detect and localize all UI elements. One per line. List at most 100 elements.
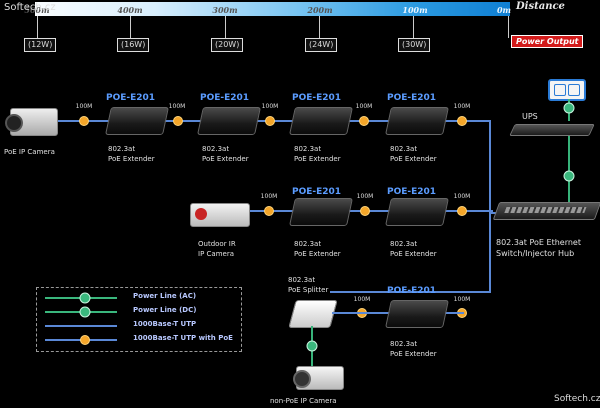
extender-caption-line2: PoE Extender <box>202 155 249 163</box>
distance-bar: 500m 400m 300m 200m 100m 0m <box>24 2 512 16</box>
socket-icon <box>554 84 566 96</box>
switch-ports <box>504 207 587 213</box>
distance-tick <box>319 16 320 38</box>
legend-row-ac: Power Line (AC) <box>45 292 241 304</box>
extender-caption-line2: PoE Extender <box>294 155 341 163</box>
power-level-24w: (24W) <box>305 38 338 52</box>
extender-caption-line2: PoE Extender <box>390 350 437 358</box>
distance-marker-400m: 400m <box>117 5 143 15</box>
legend: Power Line (AC) Power Line (DC) 1000Base… <box>36 287 242 352</box>
speed-label: 100M <box>260 193 278 200</box>
poe-connector-dot <box>79 116 89 126</box>
extender-caption-line1: 802.3at <box>294 240 322 248</box>
extender-caption-line1: 802.3at <box>390 240 418 248</box>
speed-label: 100M <box>261 103 279 110</box>
extender-model-label: POE-E201 <box>387 93 437 103</box>
speed-label: 100M <box>353 296 371 303</box>
distance-caption: Distance <box>516 1 565 12</box>
extender-caption-line1: 802.3at <box>108 145 136 153</box>
outdoor-camera-label-line1: Outdoor IR <box>198 240 236 248</box>
extender-model-label: POE-E201 <box>106 93 156 103</box>
speed-label: 100M <box>75 103 93 110</box>
speed-label: 100M <box>168 103 186 110</box>
speed-label: 100M <box>355 103 373 110</box>
poe-connector-dot <box>457 206 467 216</box>
poe-connector-dot <box>264 206 274 216</box>
power-level-12w: (12W) <box>24 38 57 52</box>
legend-row-utp: 1000Base-T UTP <box>45 320 241 332</box>
poe-extender <box>289 198 353 226</box>
switch-label-line2: Switch/Injector Hub <box>496 249 575 258</box>
legend-label-dc: Power Line (DC) <box>133 306 197 314</box>
poe-extender <box>385 107 449 135</box>
outdoor-camera-label-line2: IP Camera <box>198 250 234 258</box>
distance-tick <box>37 16 38 38</box>
legend-swatch-utp <box>45 325 117 327</box>
poe-ip-camera-label: PoE IP Camera <box>4 148 55 156</box>
speed-label: 100M <box>453 103 471 110</box>
camera-lens-icon <box>293 370 311 388</box>
poe-ip-camera <box>5 108 58 136</box>
legend-label-utp: 1000Base-T UTP <box>133 320 197 328</box>
extender-caption-line1: 802.3at <box>294 145 322 153</box>
distance-tick <box>225 16 226 38</box>
cable-row2-end <box>453 210 493 212</box>
speed-label: 100M <box>356 193 374 200</box>
extender-model-label: POE-E201 <box>387 187 437 197</box>
power-level-20w: (20W) <box>211 38 244 52</box>
splitter-label-line1: 802.3at <box>288 276 316 284</box>
non-poe-camera-label: non-PoE IP Camera <box>270 397 337 405</box>
distance-tick <box>508 16 509 38</box>
distance-marker-500m: 500m <box>24 5 50 15</box>
distance-marker-300m: 300m <box>212 5 238 15</box>
power-outlet-icon <box>548 79 586 101</box>
power-level-30w: (30W) <box>398 38 431 52</box>
legend-dot-ac <box>79 292 91 304</box>
distance-marker-200m: 200m <box>307 5 333 15</box>
poe-extender <box>385 300 449 328</box>
splitter-label-line2: PoE Splitter <box>288 286 329 294</box>
legend-label-ac: Power Line (AC) <box>133 292 197 300</box>
dc-power-dot <box>306 340 318 352</box>
camera-lens-icon <box>5 114 23 132</box>
cable-row3-end <box>453 291 491 293</box>
poe-connector-dot <box>265 116 275 126</box>
power-level-16w: (16W) <box>117 38 150 52</box>
extender-caption-line2: PoE Extender <box>294 250 341 258</box>
ups-label: UPS <box>522 112 538 121</box>
outdoor-ir-camera <box>190 203 250 227</box>
switch-label-line1: 802.3at PoE Ethernet <box>496 238 581 247</box>
poe-connector-dot <box>457 116 467 126</box>
brand-watermark-bottom: Softech.cz <box>554 394 600 404</box>
non-poe-ip-camera <box>293 366 344 390</box>
extender-caption-line1: 802.3at <box>390 145 418 153</box>
ir-lens-icon <box>195 208 207 220</box>
distance-tick <box>130 16 131 38</box>
cable-row3 <box>330 291 456 293</box>
legend-row-dc: Power Line (DC) <box>45 306 241 318</box>
poe-extender <box>289 107 353 135</box>
extender-caption-line2: PoE Extender <box>108 155 155 163</box>
brand-watermark-top: Softech.cz <box>4 2 56 13</box>
speed-label: 100M <box>453 193 471 200</box>
cable-row2 <box>246 210 456 212</box>
distance-marker-0m: 0m <box>496 5 512 15</box>
poe-extender <box>197 107 261 135</box>
poe-switch-hub <box>492 202 600 220</box>
extender-caption-line1: 802.3at <box>390 340 418 348</box>
ac-power-dot <box>563 170 575 182</box>
legend-dot-poe <box>80 335 90 345</box>
extender-caption-line2: PoE Extender <box>390 250 437 258</box>
speed-label: 100M <box>453 296 471 303</box>
poe-connector-dot <box>359 116 369 126</box>
socket-icon <box>568 84 580 96</box>
extender-caption-line1: 802.3at <box>202 145 230 153</box>
ups-device <box>509 124 595 136</box>
extender-caption-line2: PoE Extender <box>390 155 437 163</box>
power-output-badge: Power Output <box>511 35 584 48</box>
poe-extender <box>385 198 449 226</box>
poe-extender <box>105 107 169 135</box>
distance-tick <box>413 16 414 38</box>
extender-model-label: POE-E201 <box>387 286 437 296</box>
legend-dot-dc <box>79 306 91 318</box>
